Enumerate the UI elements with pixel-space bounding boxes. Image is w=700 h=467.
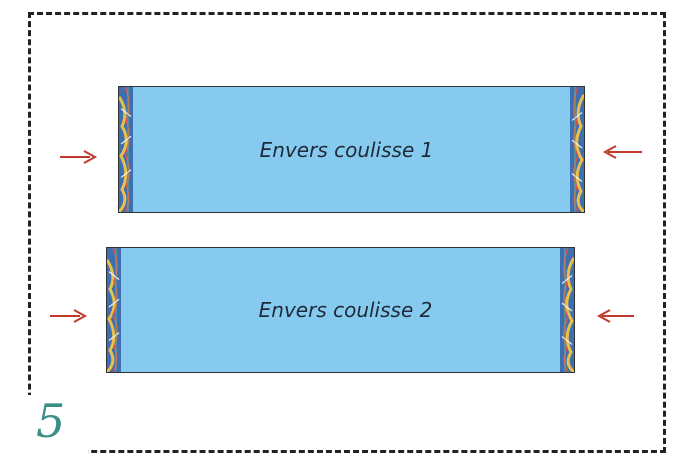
arrow-left-icon [596, 309, 634, 323]
print-edge-right-icon [560, 248, 574, 372]
frame-gap [22, 395, 88, 463]
strip-2-label: Envers coulisse 2 [258, 298, 433, 322]
arrow-right-icon [60, 150, 98, 164]
print-edge-left-icon [119, 87, 133, 212]
arrow-left-icon [602, 145, 642, 159]
drawstring-strip-1: Envers coulisse 1 [118, 86, 585, 213]
arrow-right-icon [50, 309, 88, 323]
drawstring-strip-2: Envers coulisse 2 [106, 247, 575, 373]
print-edge-right-icon [570, 87, 584, 212]
strip-1-label: Envers coulisse 1 [259, 137, 434, 162]
print-edge-left-icon [107, 248, 121, 372]
dashed-frame [28, 12, 666, 453]
step-number: 5 [36, 394, 66, 448]
